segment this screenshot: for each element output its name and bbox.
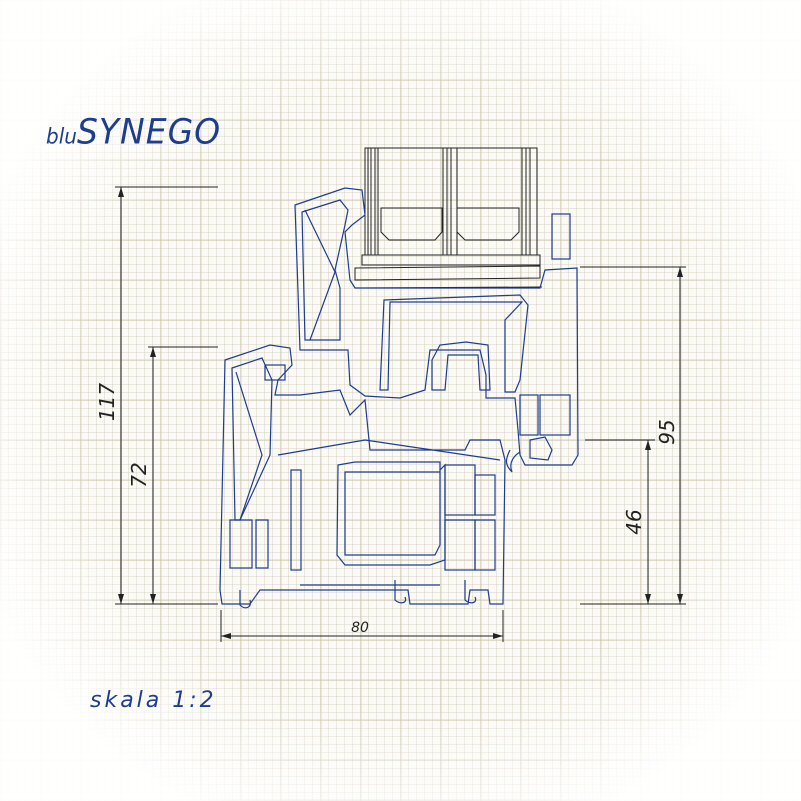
dim-frame-width: 80 [351, 620, 369, 636]
title-name: SYNEGO [76, 111, 222, 152]
frame-profile [219, 344, 506, 609]
scale-label: skala 1:2 [90, 688, 217, 713]
dim-sash-height: 95 [655, 419, 679, 444]
dimension-lines [115, 186, 686, 642]
title-prefix: blu [46, 123, 77, 149]
dimension-arrows [118, 187, 683, 639]
sash-profile [294, 187, 579, 473]
dim-sash-lower: 46 [622, 509, 646, 534]
product-title: bluSYNEGO [46, 111, 221, 152]
dim-frame-height: 72 [127, 462, 151, 487]
dim-overall-height: 117 [95, 383, 119, 421]
glazing-unit [354, 147, 543, 289]
